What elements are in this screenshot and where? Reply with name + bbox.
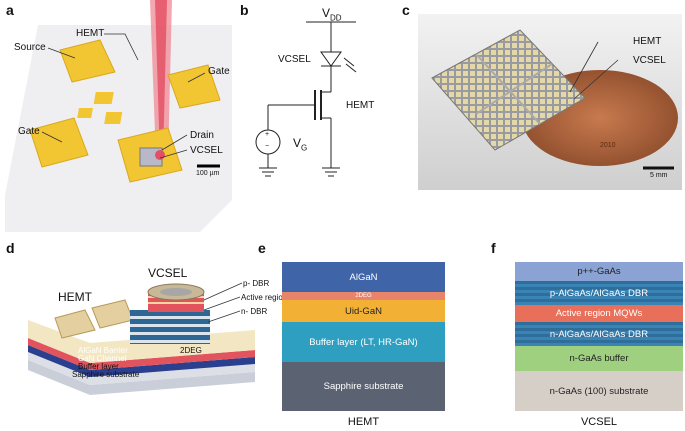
- vcsel-diode-symbol: [320, 51, 342, 67]
- gate-pad-top: [167, 64, 221, 109]
- label-active-region: Active region: [241, 293, 288, 302]
- hemt-layer-stack: AlGaN 2DEG Uid-GaN Buffer layer (LT, HR-…: [282, 262, 445, 411]
- layer-active-mqws: Active region MQWs: [515, 305, 683, 322]
- layer-p-dbr: p-AlGaAs/AlGaAs DBR: [515, 281, 683, 305]
- label-vdd: VDD: [322, 6, 342, 23]
- gate-pad-left: [29, 117, 89, 168]
- layer-p-gaas: p++-GaAs: [515, 262, 683, 281]
- label-vcsel-a: VCSEL: [190, 145, 223, 156]
- label-hemt-b: HEMT: [346, 100, 375, 111]
- label-hemt-c: HEMT: [633, 36, 662, 47]
- label-plus: +: [265, 131, 270, 138]
- gan-channel-layer: [28, 345, 255, 377]
- label-drain: Drain: [190, 130, 214, 141]
- scale-label-c: 5 mm: [650, 172, 668, 179]
- layer-uid-gan: Uid-GaN: [282, 300, 445, 322]
- label-vcsel-d: VCSEL: [148, 266, 188, 280]
- label-source: Source: [14, 42, 46, 53]
- panel-c-letter: c: [402, 2, 410, 18]
- layer-2deg: 2DEG: [282, 292, 445, 300]
- layer-n-gaas-buffer: n-GaAs buffer: [515, 346, 683, 371]
- source-pad: [59, 39, 116, 83]
- layer-n-gaas-substrate: n-GaAs (100) substrate: [515, 371, 683, 411]
- panel-b-letter: b: [240, 2, 249, 18]
- label-n-dbr: n- DBR: [241, 307, 268, 316]
- label-gate-top: Gate: [208, 66, 230, 77]
- caption-vcsel: VCSEL: [580, 416, 618, 428]
- panel-f-letter: f: [491, 240, 496, 256]
- label-hemt-d: HEMT: [58, 290, 92, 304]
- label-vcsel-c: VCSEL: [633, 55, 666, 66]
- layer-algan: AlGaN: [282, 262, 445, 292]
- label-buffer-d: Buffer layer: [78, 362, 119, 371]
- caption-hemt: HEMT: [347, 416, 380, 428]
- label-vg: VG: [293, 136, 308, 153]
- coin-year: 2010: [600, 142, 616, 149]
- vcsel-mesa-stack: [130, 283, 210, 344]
- panel-d-letter: d: [6, 240, 15, 256]
- layer-sapphire: Sapphire substrate: [282, 362, 445, 411]
- layer-n-dbr: n-AlGaAs/AlGaAs DBR: [515, 322, 683, 346]
- label-p-dbr: p- DBR: [243, 279, 270, 288]
- panel-e-letter: e: [258, 240, 266, 256]
- scale-label-a: 100 µm: [196, 170, 220, 177]
- sapphire-layer: [28, 360, 255, 395]
- label-sapphire-d: Sapphire substrate: [72, 370, 140, 379]
- algan-barrier-layer: [28, 338, 255, 370]
- label-minus: −: [265, 143, 270, 150]
- label-algan-barrier: AlGaN Barrier: [78, 346, 128, 355]
- label-gate-left: Gate: [18, 126, 40, 137]
- label-2deg-d: 2DEG: [180, 346, 202, 355]
- vcsel-layer-stack: p++-GaAs p-AlGaAs/AlGaAs DBR Active regi…: [515, 262, 683, 411]
- label-gan-channel: GaN Channel: [78, 354, 127, 363]
- label-vcsel-b: VCSEL: [278, 54, 311, 65]
- panel-a-letter: a: [6, 2, 14, 18]
- label-hemt-a: HEMT: [76, 28, 105, 39]
- layer-buffer: Buffer layer (LT, HR-GaN): [282, 322, 445, 362]
